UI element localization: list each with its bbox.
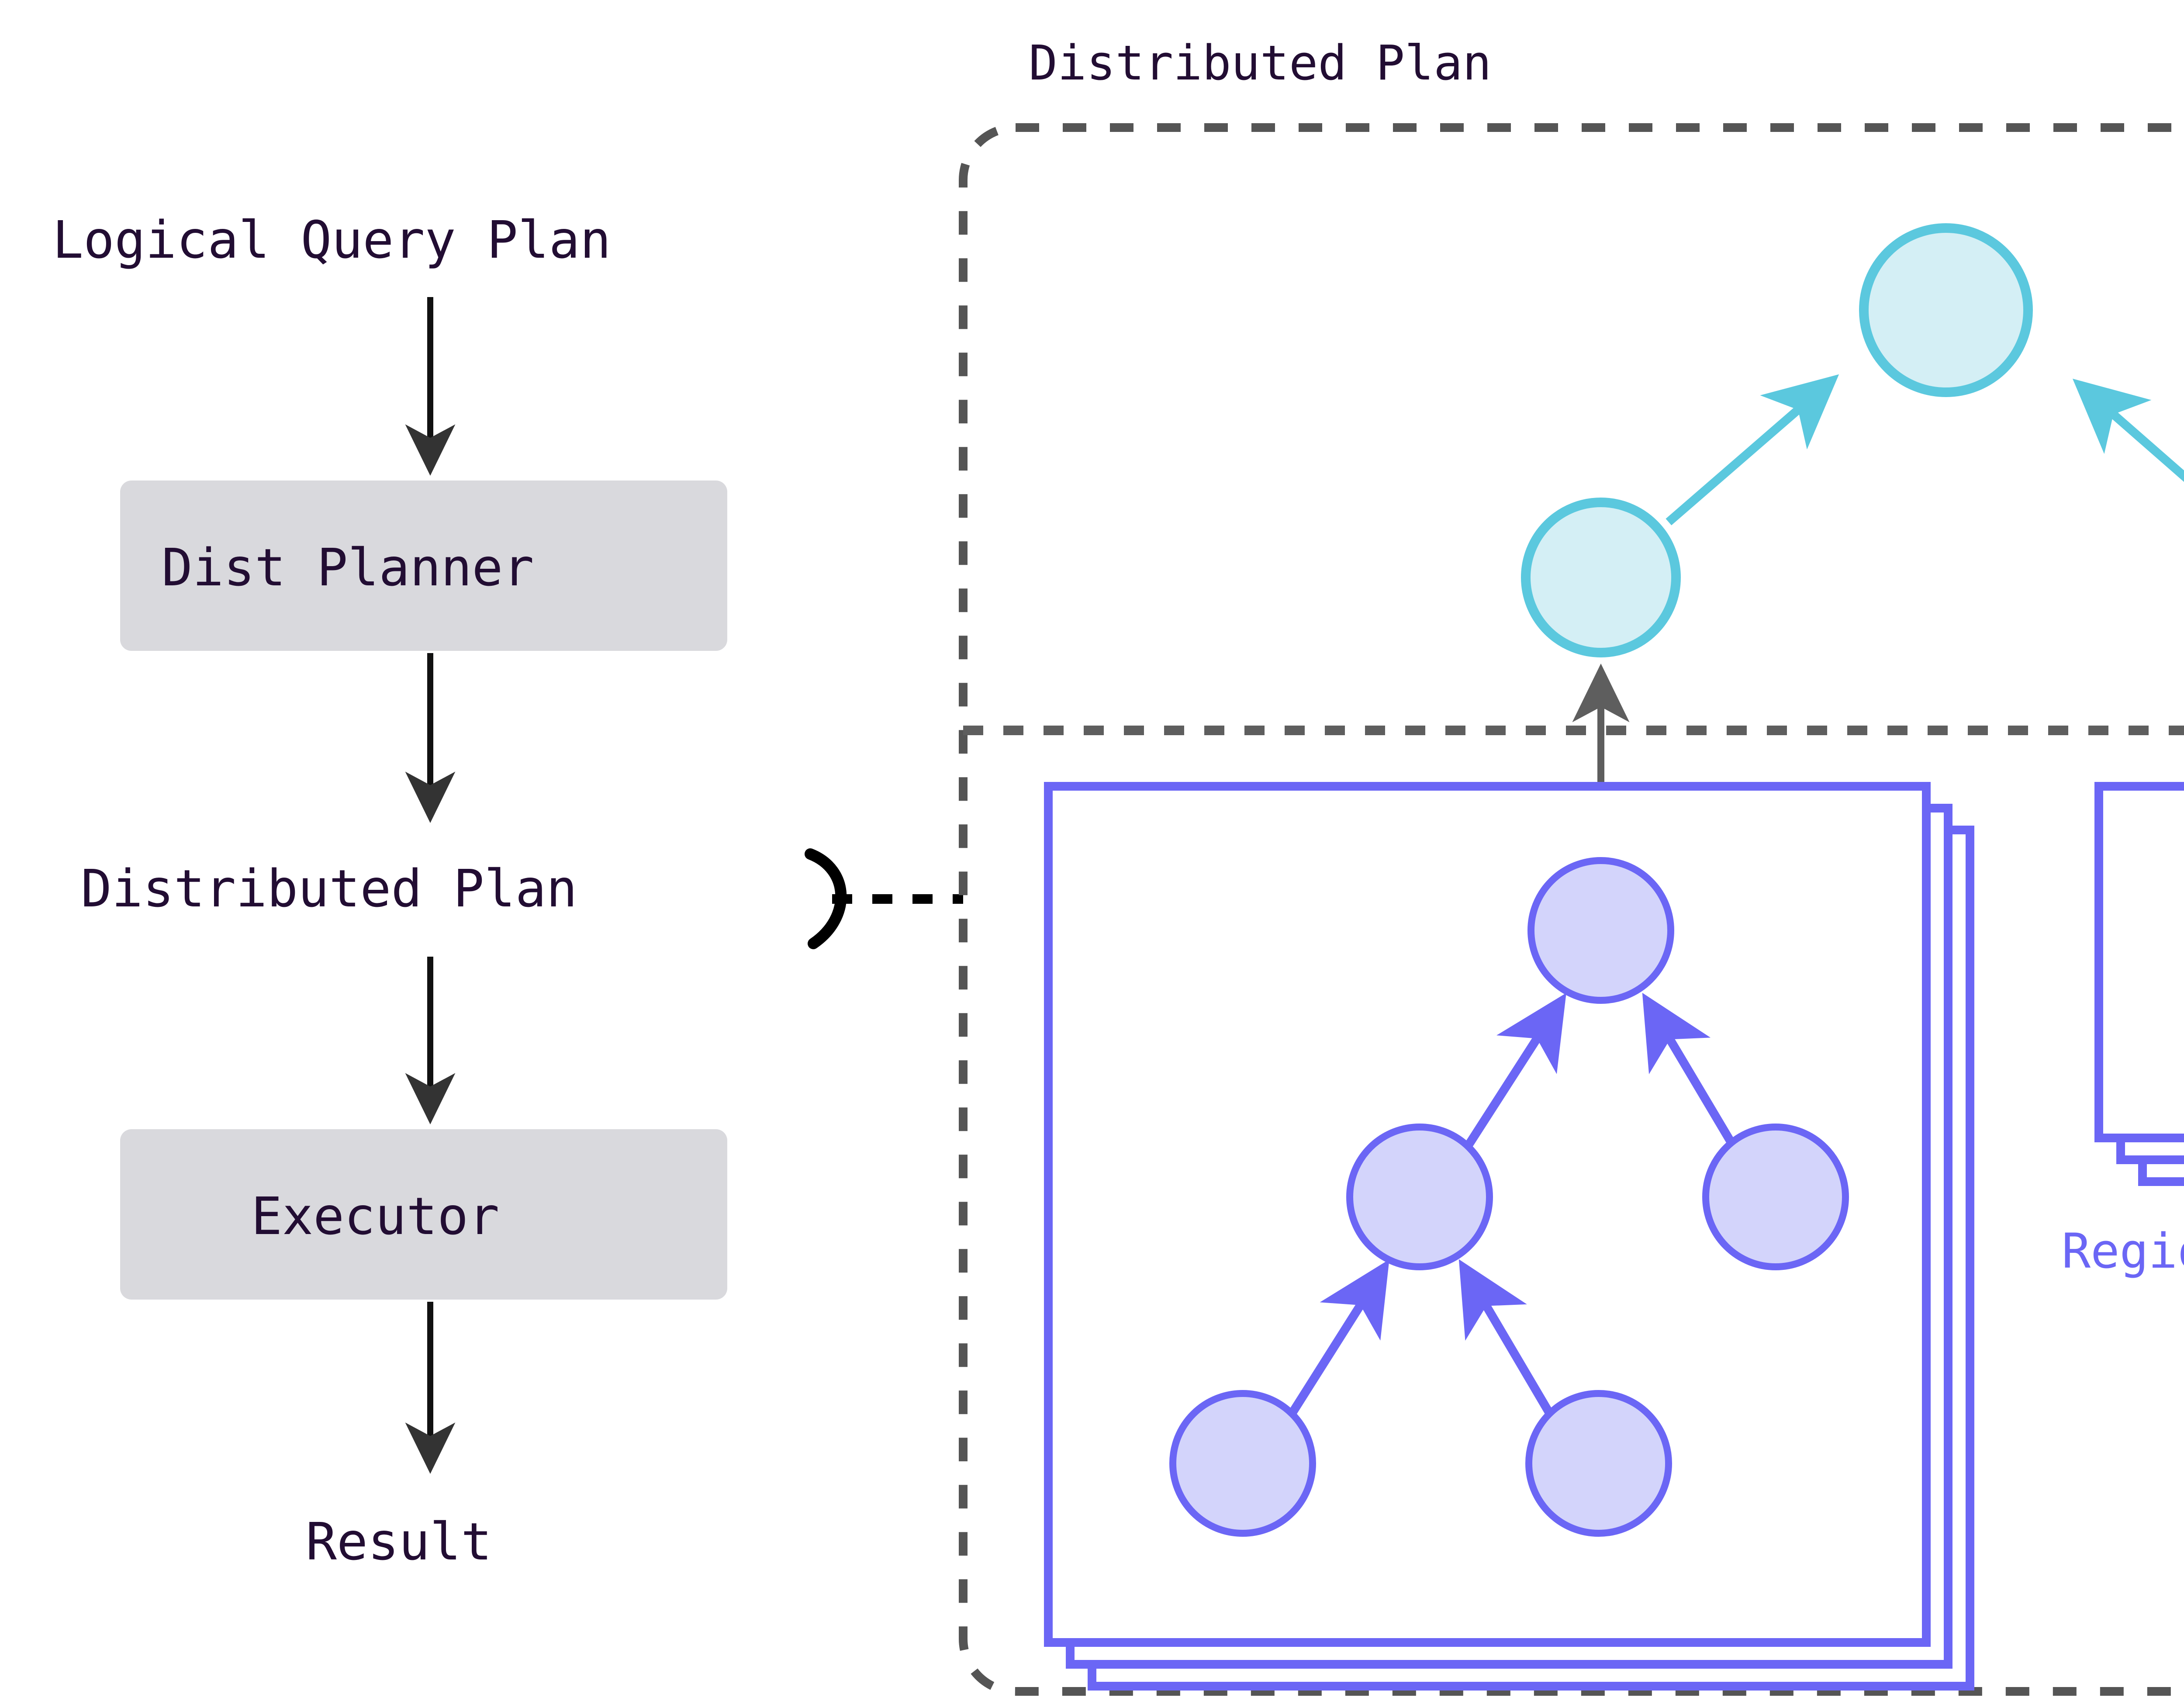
left-region-node-mid-right[interactable] bbox=[1702, 1124, 1849, 1270]
executor-label: Executor bbox=[251, 1186, 500, 1246]
edge-left-bottomleft-to-midleft bbox=[1285, 1259, 1389, 1421]
left-region-node-mid-left[interactable] bbox=[1346, 1124, 1493, 1270]
edge-frontend-left-to-root bbox=[1666, 374, 1839, 526]
edge-frontend-right-to-root bbox=[2072, 378, 2184, 482]
left-region-node-bottom-left[interactable] bbox=[1169, 1390, 1316, 1537]
executor-box[interactable] bbox=[120, 1129, 727, 1300]
distributed-plan-panel-title: Distributed Plan bbox=[1029, 35, 1492, 91]
frontend-node-left[interactable] bbox=[1521, 498, 1681, 657]
edge-left-midleft-to-root bbox=[1459, 993, 1566, 1156]
logical-query-plan-label: Logical Query Plan bbox=[52, 210, 611, 270]
dist-planner-box[interactable] bbox=[120, 481, 727, 651]
left-region-node-root[interactable] bbox=[1527, 857, 1674, 1004]
left-region-node-bottom-right[interactable] bbox=[1525, 1390, 1672, 1537]
dist-planner-label: Dist Planner bbox=[162, 537, 534, 598]
distributed-plan-container bbox=[959, 123, 2184, 1696]
right-region-sheet-front[interactable] bbox=[2094, 782, 2184, 1142]
distributed-plan-label: Distributed Plan bbox=[81, 858, 577, 919]
frontend-node-root[interactable] bbox=[1859, 223, 2033, 397]
result-label: Result bbox=[306, 1511, 492, 1572]
regions-label: Regions bbox=[2062, 1223, 2184, 1279]
edge-left-bottomright-to-midleft bbox=[1458, 1259, 1557, 1421]
edge-left-midright-to-root bbox=[1642, 992, 1740, 1154]
